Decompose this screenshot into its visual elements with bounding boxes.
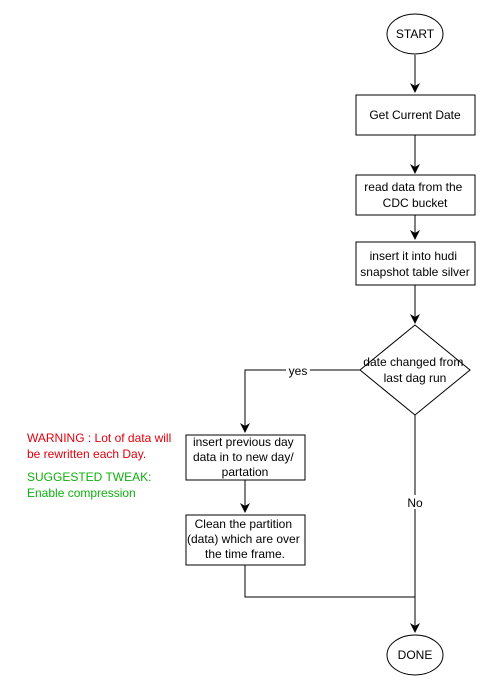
edge-decision-yes-to-insert-prev bbox=[240, 369, 360, 433]
start-label: START bbox=[396, 27, 435, 41]
get-current-date-box bbox=[355, 94, 476, 136]
warning-note: WARNING : Lot of data will be rewritten … bbox=[27, 431, 172, 461]
decision-label: date changed from last dag run bbox=[363, 355, 466, 385]
read-data-box bbox=[355, 174, 476, 216]
read-data-label: read data from the CDC bucket bbox=[364, 180, 465, 210]
insert-hudi-box bbox=[355, 241, 476, 286]
clean-partition-label: Clean the partition (data) which are ove… bbox=[187, 517, 303, 561]
get-current-date-label: Get Current Date bbox=[369, 108, 461, 122]
insert-hudi-label: insert it into hudi snapshot table silve… bbox=[360, 249, 469, 279]
insert-previous-day-label: insert previous day data in to new day/ … bbox=[193, 435, 297, 479]
insert-previous-day-box bbox=[185, 434, 306, 481]
clean-partition-box bbox=[185, 514, 306, 566]
edges bbox=[240, 55, 420, 633]
suggested-tweak-note: SUGGESTED TWEAK: Enable compression bbox=[27, 469, 187, 501]
start-node bbox=[386, 13, 444, 55]
edge-label-no: No bbox=[407, 496, 423, 510]
date-changed-decision bbox=[359, 324, 471, 416]
edge-clean-to-done bbox=[244, 565, 415, 598]
suggested-tweak-title: SUGGESTED TWEAK: bbox=[27, 470, 152, 484]
done-label: DONE bbox=[398, 648, 433, 662]
edge-label-yes: yes bbox=[289, 364, 308, 378]
suggested-tweak-body: Enable compression bbox=[27, 486, 136, 500]
done-node bbox=[386, 634, 444, 676]
